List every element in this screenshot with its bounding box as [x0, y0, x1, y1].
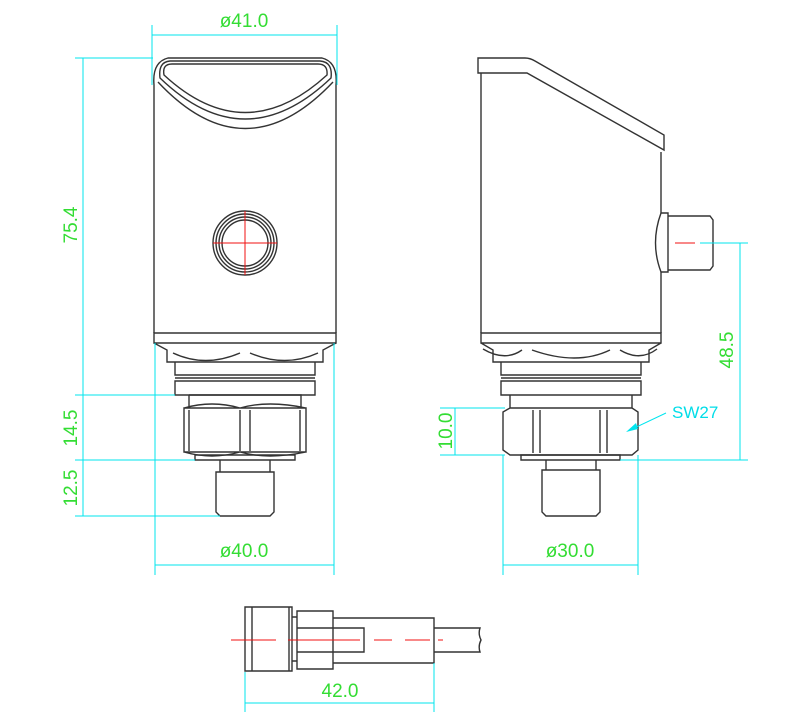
dim-front-height: 75.4 [61, 206, 82, 243]
front-dimensions [75, 25, 338, 575]
front-view [153, 57, 337, 517]
dim-nut-height: 10.0 [436, 413, 457, 450]
dim-front-base-diameter: ø40.0 [220, 541, 269, 562]
dim-wrench-size: SW27 [672, 403, 718, 422]
plug-dimensions [244, 663, 435, 712]
side-view [477, 57, 714, 517]
dim-connector-height: 48.5 [717, 332, 738, 369]
dim-side-base-diameter: ø30.0 [546, 541, 595, 562]
dim-front-top-diameter: ø41.0 [220, 11, 269, 32]
side-dimensions [440, 242, 748, 575]
dim-thread-section: 14.5 [61, 410, 82, 447]
dim-fitting-length: 12.5 [61, 470, 82, 507]
plug-view [231, 606, 482, 672]
dim-plug-length: 42.0 [322, 681, 359, 702]
